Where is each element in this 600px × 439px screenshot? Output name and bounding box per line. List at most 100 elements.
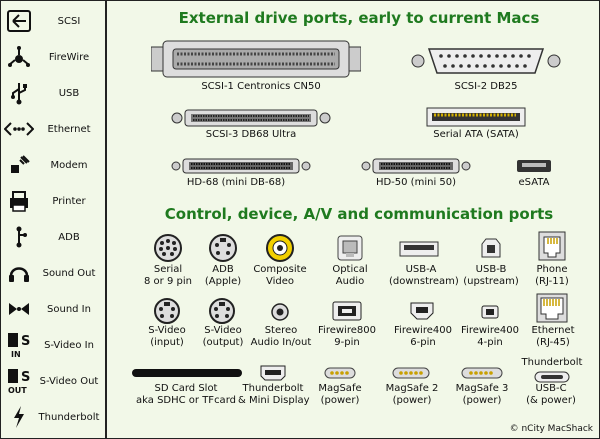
usb-a-label: USB-A(downstream)	[389, 264, 459, 287]
usb-a-port	[399, 241, 439, 257]
thunderbolt-label: Thunderbolt& Mini Display	[238, 383, 310, 406]
sidebar-item-thunderbolt: Thunderbolt	[1, 399, 105, 435]
usb-c-port	[534, 371, 570, 383]
magsafe-label: MagSafe(power)	[318, 383, 362, 406]
magsafe3-port	[461, 367, 503, 379]
sidebar-item-adb: ADB	[1, 219, 105, 255]
svideo-out-port	[208, 297, 236, 325]
sidebar-item-scsi: SCSI	[1, 3, 105, 39]
magsafe2-port	[392, 367, 430, 379]
hd50-connector	[361, 157, 471, 175]
sidebar-item-label: USB	[58, 87, 80, 99]
sidebar-item-label: S-Video In	[44, 339, 94, 351]
phone-port	[538, 231, 566, 261]
sound-in-icon	[1, 294, 37, 324]
magsafe2-label: MagSafe 2(power)	[385, 383, 439, 406]
scsi-icon	[1, 6, 37, 36]
scsi1-connector	[151, 39, 361, 79]
adb-port	[208, 233, 238, 263]
adb-label: ADB(Apple)	[204, 264, 242, 287]
svg-text:OUT: OUT	[8, 386, 27, 395]
sidebar: SCSI FireWire USB Ethernet Modem Printer…	[1, 1, 107, 438]
drive-ports-title: External drive ports, early to current M…	[178, 9, 540, 27]
scsi2-connector	[411, 45, 561, 77]
svg-text:S: S	[21, 370, 30, 385]
phone-label: Phone(RJ-11)	[535, 264, 569, 287]
svideo-in-label: S-Video(input)	[148, 325, 186, 348]
sidebar-item-label: ADB	[58, 231, 80, 243]
usb-b-port	[479, 237, 503, 259]
hd68-connector	[171, 157, 311, 175]
sd-card-slot	[131, 368, 243, 378]
hd68-label: HD-68 (mini DB-68)	[186, 177, 286, 188]
esata-connector	[516, 159, 552, 173]
sidebar-item-label: SCSI	[57, 15, 81, 27]
sidebar-item-usb: USB	[1, 75, 105, 111]
composite-port	[265, 233, 295, 263]
sidebar-item-label: Sound In	[47, 303, 91, 315]
ethernet-icon	[1, 114, 37, 144]
sound-out-icon	[1, 258, 37, 288]
sata-connector	[426, 107, 526, 127]
sidebar-item-label: Modem	[50, 159, 88, 171]
sidebar-item-modem: Modem	[1, 147, 105, 183]
svg-text:IN: IN	[11, 350, 21, 359]
hd50-label: HD-50 (mini 50)	[375, 177, 457, 188]
sidebar-item-label: Thunderbolt	[38, 411, 100, 423]
usb-c-label: USB-C(& power)	[526, 383, 576, 406]
svideo-in-port	[153, 297, 181, 325]
thunderbolt-port	[260, 365, 286, 381]
ethernet-port	[536, 293, 568, 323]
firewire-icon	[1, 42, 37, 72]
magsafe3-label: MagSafe 3(power)	[455, 383, 509, 406]
printer-icon	[1, 186, 37, 216]
scsi1-label: SCSI-1 Centronics CN50	[201, 81, 321, 92]
sidebar-item-firewire: FireWire	[1, 39, 105, 75]
usb-b-label: USB-B(upstream)	[463, 264, 519, 287]
sidebar-item-label: S-Video Out	[39, 375, 99, 387]
sata-label: Serial ATA (SATA)	[433, 129, 519, 140]
magsafe-port	[324, 367, 356, 379]
modem-icon	[1, 150, 37, 180]
serial-port	[153, 233, 183, 263]
svideo-out-label: S-Video(output)	[202, 325, 244, 348]
scsi2-label: SCSI-2 DB25	[454, 81, 518, 92]
usb-c-top-label: Thunderbolt	[521, 357, 583, 368]
adb-icon	[1, 222, 37, 252]
firewire400-6pin-port	[409, 301, 435, 321]
scsi3-connector	[171, 107, 331, 129]
sidebar-item-printer: Printer	[1, 183, 105, 219]
control-ports-title: Control, device, A/V and communication p…	[164, 205, 554, 223]
esata-label: eSATA	[518, 177, 550, 188]
sidebar-item-sound-out: Sound Out	[1, 255, 105, 291]
ethernet-label: Ethernet(RJ-45)	[531, 325, 575, 348]
credit: © nCity MacShack	[509, 424, 593, 434]
sidebar-item-ethernet: Ethernet	[1, 111, 105, 147]
svg-text:S: S	[21, 334, 30, 349]
sidebar-item-sound-in: Sound In	[1, 291, 105, 327]
stereo-port	[271, 303, 289, 321]
optical-port	[337, 235, 363, 261]
firewire800-port	[332, 301, 362, 321]
firewire400-4pin-port	[481, 305, 499, 319]
sidebar-item-label: Sound Out	[42, 267, 96, 279]
sidebar-item-label: Printer	[52, 195, 86, 207]
sidebar-item-label: Ethernet	[47, 123, 91, 135]
thunderbolt-icon	[1, 402, 37, 432]
scsi3-label: SCSI-3 DB68 Ultra	[205, 129, 297, 140]
usb-icon	[1, 78, 37, 108]
sidebar-item-label: FireWire	[48, 51, 90, 63]
